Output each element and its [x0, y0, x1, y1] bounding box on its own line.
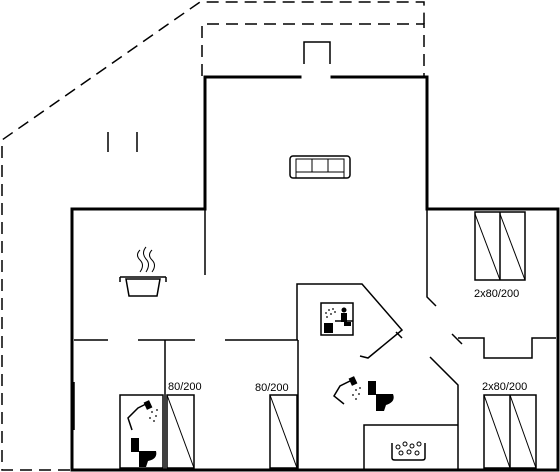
- exterior-walls: [70, 75, 560, 472]
- cooking-pot-icon: [119, 246, 167, 297]
- bed-bottom-right: [483, 394, 537, 469]
- bed-label-bottom-right: 2x80/200: [482, 381, 527, 393]
- bed-top-right: [474, 211, 526, 281]
- chimney: [303, 41, 331, 64]
- bed-label-left: 80/200: [168, 381, 202, 393]
- bed-middle: [269, 394, 298, 469]
- sauna-icon: [320, 302, 354, 336]
- bed-label-middle: 80/200: [255, 382, 289, 394]
- bed-left: [166, 394, 195, 469]
- whirlpool-icon: [391, 441, 426, 461]
- shower-icon: [333, 376, 361, 405]
- bed-label-top-right: 2x80/200: [474, 288, 519, 300]
- outside-post-marks: [107, 132, 138, 152]
- toilet-icon-lower: [131, 438, 157, 467]
- terrace-outline: [1, 1, 425, 471]
- sofa-icon: [289, 155, 351, 179]
- toilet-icon: [368, 381, 394, 411]
- interior-walls: [73, 209, 556, 470]
- shower-icon-lower: [119, 394, 164, 469]
